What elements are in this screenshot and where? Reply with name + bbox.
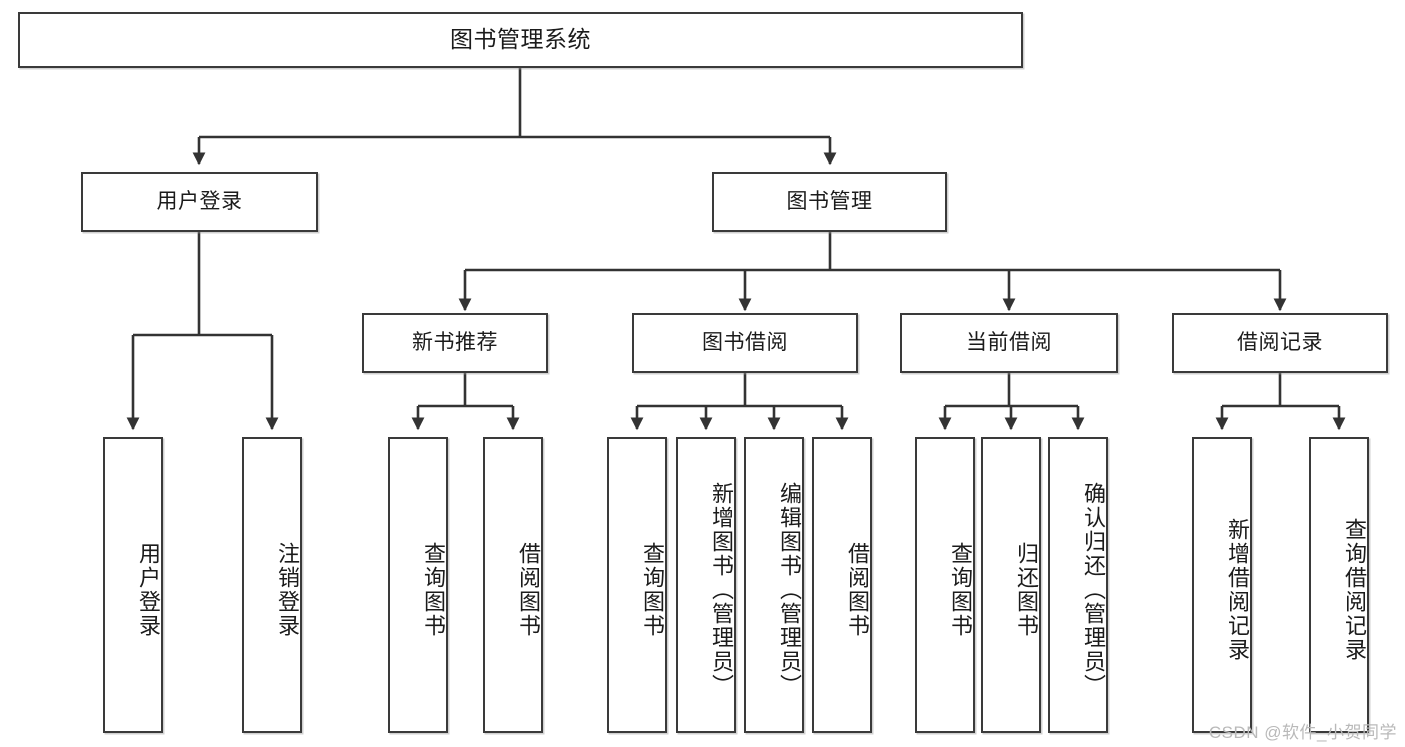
leaf-current-borrow-2[interactable]: 归还图书 bbox=[981, 437, 1041, 733]
leaf-new-book-rec-2[interactable]: 借阅图书 bbox=[483, 437, 543, 733]
leaf-label: 查询借阅记录 bbox=[1342, 518, 1367, 662]
leaf-current-borrow-3[interactable]: 确认归还（管理员） bbox=[1048, 437, 1108, 733]
node-root[interactable]: 图书管理系统 bbox=[18, 12, 1023, 68]
node-current-borrow[interactable]: 当前借阅 bbox=[900, 313, 1118, 373]
node-book-borrow[interactable]: 图书借阅 bbox=[632, 313, 858, 373]
leaf-label: 新增借阅记录 bbox=[1225, 518, 1250, 662]
node-user-login[interactable]: 用户登录 bbox=[81, 172, 318, 232]
leaf-label: 新增图书（管理员） bbox=[709, 482, 734, 698]
node-borrow-record-label: 借阅记录 bbox=[1237, 331, 1323, 355]
leaf-book-borrow-3[interactable]: 编辑图书（管理员） bbox=[744, 437, 804, 733]
leaf-current-borrow-1[interactable]: 查询图书 bbox=[915, 437, 975, 733]
leaf-label: 用户登录 bbox=[136, 542, 161, 638]
leaf-label: 借阅图书 bbox=[516, 542, 541, 638]
leaf-book-borrow-1[interactable]: 查询图书 bbox=[607, 437, 667, 733]
leaf-label: 查询图书 bbox=[640, 542, 665, 638]
node-book-borrow-label: 图书借阅 bbox=[702, 331, 788, 355]
leaf-borrow-record-2[interactable]: 查询借阅记录 bbox=[1309, 437, 1369, 733]
leaf-label: 查询图书 bbox=[948, 542, 973, 638]
node-current-borrow-label: 当前借阅 bbox=[966, 331, 1052, 355]
leaf-label: 确认归还（管理员） bbox=[1081, 482, 1106, 698]
csdn-watermark: CSDN @软件_小贺同学 bbox=[1208, 723, 1397, 742]
leaf-label: 借阅图书 bbox=[845, 542, 870, 638]
leaf-user-login-1[interactable]: 用户登录 bbox=[103, 437, 163, 733]
leaf-user-login-2[interactable]: 注销登录 bbox=[242, 437, 302, 733]
leaf-book-borrow-2[interactable]: 新增图书（管理员） bbox=[676, 437, 736, 733]
node-book-manage-label: 图书管理 bbox=[786, 190, 873, 214]
leaf-new-book-rec-1[interactable]: 查询图书 bbox=[388, 437, 448, 733]
node-user-login-label: 用户登录 bbox=[156, 190, 243, 214]
leaf-label: 编辑图书（管理员） bbox=[777, 482, 802, 698]
node-new-book-rec[interactable]: 新书推荐 bbox=[362, 313, 548, 373]
node-new-book-rec-label: 新书推荐 bbox=[412, 331, 498, 355]
leaf-label: 查询图书 bbox=[421, 542, 446, 638]
node-book-manage[interactable]: 图书管理 bbox=[712, 172, 947, 232]
leaf-label: 注销登录 bbox=[275, 542, 300, 638]
leaf-book-borrow-4[interactable]: 借阅图书 bbox=[812, 437, 872, 733]
node-root-label: 图书管理系统 bbox=[450, 26, 591, 53]
node-borrow-record[interactable]: 借阅记录 bbox=[1172, 313, 1388, 373]
leaf-label: 归还图书 bbox=[1014, 542, 1039, 638]
leaf-borrow-record-1[interactable]: 新增借阅记录 bbox=[1192, 437, 1252, 733]
